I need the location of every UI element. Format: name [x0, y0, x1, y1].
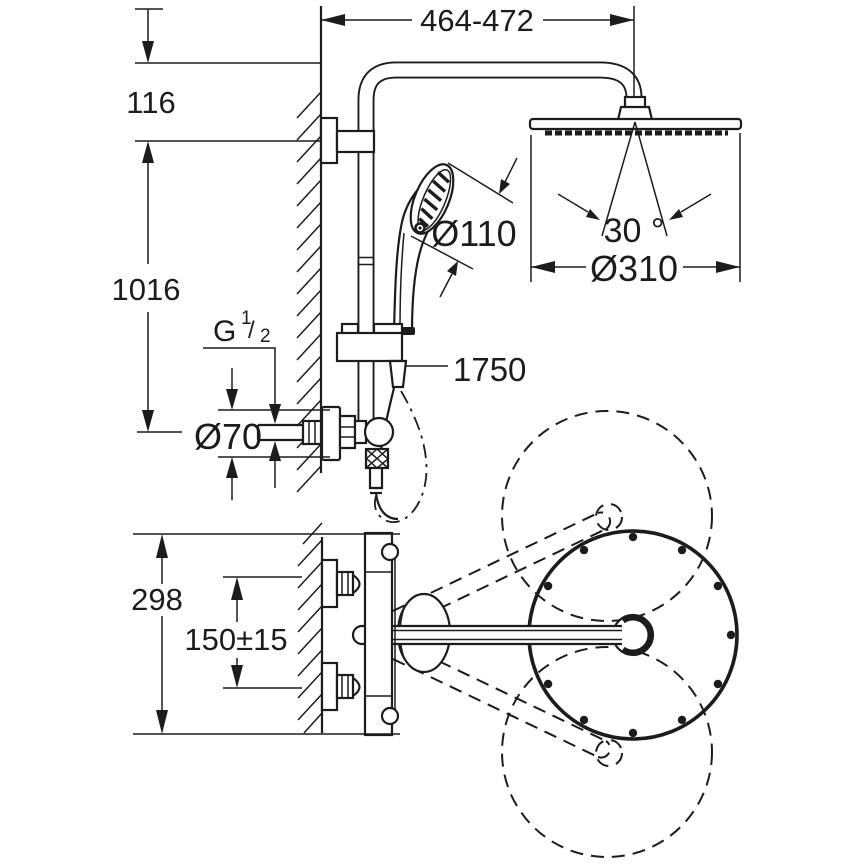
thread-numerator: 1 — [241, 308, 252, 329]
thread-denominator: 2 — [260, 326, 271, 347]
dim-top-width: 464-472 — [321, 3, 635, 96]
hand-shower-diameter-label: Ø110 — [431, 213, 516, 254]
thermostat-valve-side — [256, 405, 395, 495]
swivel-position-upper — [501, 410, 713, 622]
side-view-dimensions: 464-472 116 1016 G 1 / 2 — [112, 3, 741, 500]
escutcheon — [320, 405, 342, 462]
hand-shower — [392, 163, 455, 334]
swivel-position-lower — [501, 646, 713, 858]
thermostat-valve-top — [320, 531, 400, 737]
hose-nut — [388, 359, 408, 389]
wall-hatch-top — [297, 522, 323, 734]
dim-1016: 1016 — [112, 141, 182, 433]
head-shower-diameter-label: Ø310 — [590, 248, 678, 289]
dim-spray-angle: 30 ° — [557, 121, 712, 250]
inlet-union-top — [320, 558, 361, 609]
dim-298: 298 — [131, 533, 400, 735]
projection-depth-label: 298 — [131, 582, 183, 617]
swivel-arm-upper — [373, 503, 623, 637]
top-width-label: 464-472 — [420, 3, 534, 38]
hose-length-label: 1750 — [453, 351, 526, 388]
dim-116: 116 — [126, 8, 321, 142]
union-nut — [301, 419, 323, 446]
dim-dia70: Ø70 — [194, 368, 330, 500]
side-view — [256, 6, 743, 523]
hand-shower-head — [409, 163, 455, 235]
head-shower-nozzle-dots — [543, 532, 736, 738]
swivel-arm-lower — [373, 633, 623, 767]
shower-pipe — [357, 61, 643, 424]
top-view: 298 150±15 — [131, 410, 739, 858]
dim-thread: G 1 / 2 — [203, 308, 281, 488]
valve-knob-bottom — [380, 706, 400, 726]
dim-inlet-spacing: 150±15 — [184, 576, 302, 689]
thread-g-label: G — [213, 315, 236, 348]
dim-dia310: Ø310 — [530, 133, 741, 289]
valve-body — [363, 416, 395, 448]
spray-angle-label: 30 ° — [604, 212, 665, 250]
inlet-union-bottom — [320, 661, 361, 712]
escutcheon-diameter-label: Ø70 — [194, 416, 262, 457]
bracket-height-label: 116 — [126, 85, 175, 120]
shower-arm-top — [351, 624, 622, 646]
dim-hose-length: 1750 — [405, 351, 526, 388]
inlet-spacing-label: 150±15 — [184, 622, 287, 657]
head-shower-side — [528, 95, 743, 136]
dim-dia110: Ø110 — [410, 157, 518, 298]
diverter-knob — [364, 447, 390, 495]
valve-knob-top — [380, 542, 400, 562]
thread-slash: / — [248, 317, 255, 344]
wall-bracket — [319, 116, 376, 165]
rail-height-label: 1016 — [112, 272, 181, 307]
rail-slider — [335, 322, 415, 389]
